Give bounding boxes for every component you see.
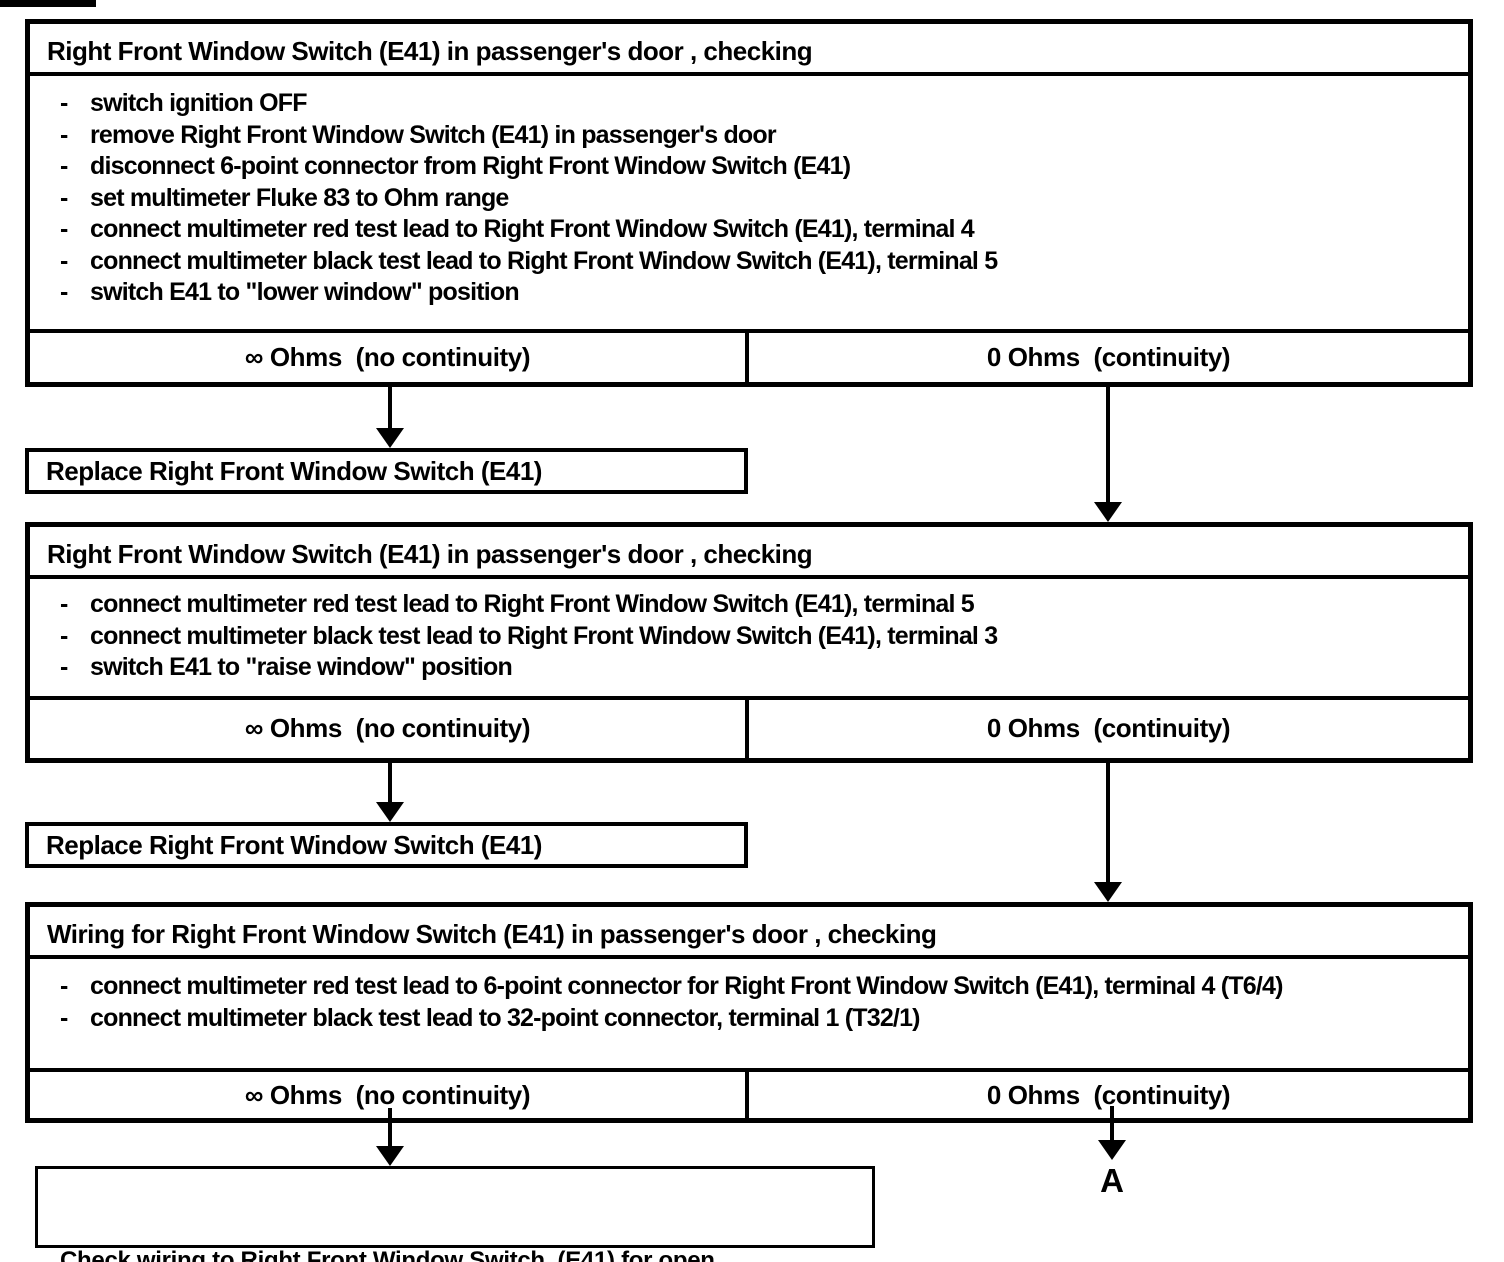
procedure-box-2-steps: -connect multimeter red test lead to Rig…: [30, 579, 1468, 696]
bullet-dash: -: [60, 152, 68, 180]
bullet-dash: -: [60, 621, 68, 650]
procedure-step: -connect multimeter black test lead to 3…: [46, 1003, 1462, 1035]
bullet-dash: -: [60, 246, 68, 275]
bullet-dash: -: [60, 278, 68, 306]
result-continuity: 0 Ohms (continuity): [986, 1079, 1231, 1110]
procedure-box-2-title: Right Front Window Switch (E41) in passe…: [30, 527, 1468, 579]
procedure-step: -remove Right Front Window Switch (E41) …: [46, 120, 1462, 152]
bullet-dash: -: [60, 972, 68, 1000]
result-no-continuity: ∞ Ohms (no continuity): [30, 332, 749, 382]
scan-artifact-mark: [0, 0, 96, 7]
flow-arrow-down-icon: [1094, 386, 1122, 522]
replace-switch-box-2: Replace Right Front Window Switch (E41): [25, 822, 748, 868]
bullet-dash: -: [60, 653, 68, 681]
procedure-box-1-title: Right Front Window Switch (E41) in passe…: [30, 24, 1468, 76]
flow-arrow-down-icon: [376, 763, 404, 822]
result-row-3: ∞ Ohms (no continuity) 0 Ohms (continuit…: [30, 1068, 1468, 1118]
flow-arrow-down-icon: [376, 386, 404, 448]
result-no-continuity: ∞ Ohms (no continuity): [30, 1072, 749, 1118]
bullet-dash: -: [60, 89, 68, 117]
flow-arrow-down-icon: [376, 1108, 404, 1166]
procedure-step: -connect multimeter red test lead to 6-p…: [46, 971, 1462, 1003]
procedure-step: -connect multimeter red test lead to Rig…: [46, 214, 1462, 246]
bullet-dash: -: [60, 120, 68, 149]
arrow-head: [1098, 1140, 1126, 1160]
arrow-shaft: [1106, 386, 1110, 502]
check-wiring-box: Check wiring to Right Front Window Switc…: [35, 1166, 875, 1262]
procedure-step: -switch E41 to "raise window" position: [46, 652, 1462, 684]
procedure-step: -connect multimeter black test lead to R…: [46, 621, 1462, 653]
connector-label-a: A: [1100, 1162, 1124, 1199]
procedure-step: -set multimeter Fluke 83 to Ohm range: [46, 183, 1462, 215]
procedure-step: -connect multimeter red test lead to Rig…: [46, 589, 1462, 621]
flow-arrow-down-icon: [1098, 1106, 1126, 1160]
result-continuity: 0 Ohms (continuity): [986, 713, 1231, 743]
result-no-continuity: ∞ Ohms (no continuity): [30, 699, 749, 758]
check-wiring-line-1: Check wiring to Right Front Window Switc…: [60, 1247, 715, 1262]
procedure-box-3: Wiring for Right Front Window Switch (E4…: [25, 902, 1473, 1123]
result-row-2: ∞ Ohms (no continuity) 0 Ohms (continuit…: [30, 695, 1468, 758]
arrow-shaft: [388, 763, 392, 802]
bullet-dash: -: [60, 1003, 68, 1032]
procedure-step: -switch ignition OFF: [46, 88, 1462, 120]
arrow-shaft: [388, 1108, 392, 1146]
arrow-head: [1094, 502, 1122, 522]
bullet-dash: -: [60, 215, 68, 243]
arrow-shaft: [1106, 763, 1110, 882]
procedure-step: -disconnect 6-point connector from Right…: [46, 151, 1462, 183]
procedure-box-3-title: Wiring for Right Front Window Switch (E4…: [30, 907, 1468, 959]
arrow-shaft: [388, 386, 392, 428]
procedure-step: -connect multimeter black test lead to R…: [46, 246, 1462, 278]
arrow-head: [376, 428, 404, 448]
bullet-dash: -: [60, 590, 68, 618]
replace-switch-box-1: Replace Right Front Window Switch (E41): [25, 448, 748, 494]
result-continuity: 0 Ohms (continuity): [986, 341, 1231, 372]
procedure-box-2: Right Front Window Switch (E41) in passe…: [25, 522, 1473, 763]
procedure-box-3-steps: -connect multimeter red test lead to 6-p…: [30, 959, 1468, 1068]
flow-arrow-down-icon: [1094, 763, 1122, 902]
result-row-1: ∞ Ohms (no continuity) 0 Ohms (continuit…: [30, 328, 1468, 382]
procedure-box-1: Right Front Window Switch (E41) in passe…: [25, 19, 1473, 387]
procedure-step: -switch E41 to "lower window" position: [46, 277, 1462, 309]
arrow-head: [1094, 882, 1122, 902]
arrow-head: [376, 1146, 404, 1166]
arrow-head: [376, 802, 404, 822]
bullet-dash: -: [60, 183, 68, 212]
arrow-shaft: [1110, 1106, 1114, 1140]
procedure-box-1-steps: -switch ignition OFF -remove Right Front…: [30, 76, 1468, 329]
